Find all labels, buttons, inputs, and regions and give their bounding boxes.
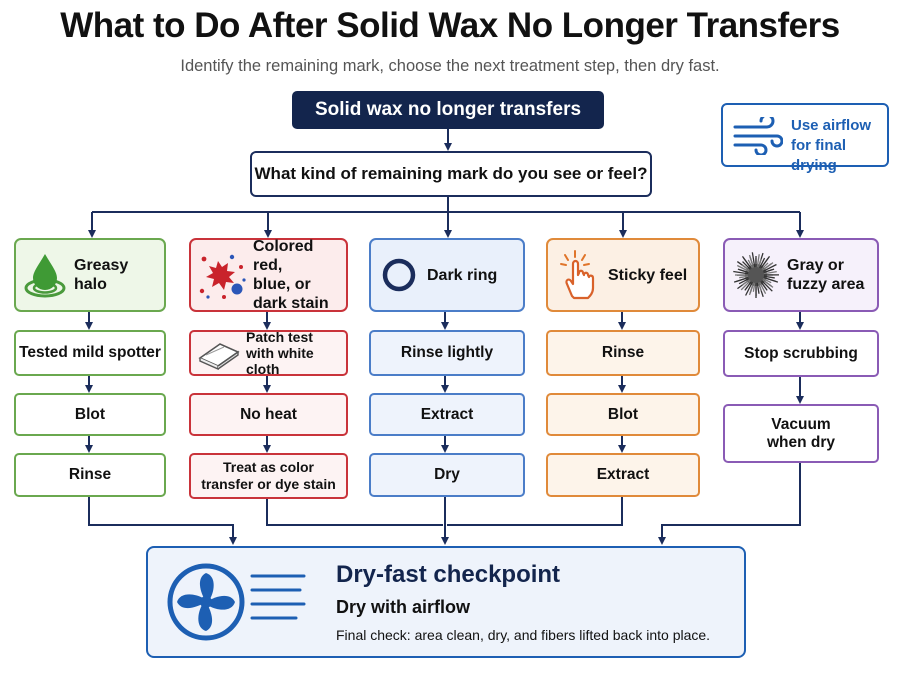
greasy-step-1: Tested mild spotter [14, 330, 166, 376]
airflow-note-line1: Use airflow [791, 117, 872, 134]
gray-step-2-line1: Vacuum [771, 415, 831, 433]
ring-step-2: Extract [369, 393, 525, 436]
branch-gray-label-1: Gray or [787, 257, 844, 274]
branch-dark-ring: Dark ring [369, 238, 525, 312]
ring-step-3: Dry [369, 453, 525, 497]
branch-colored-label-1: Colored red, [253, 238, 314, 274]
gray-step-2-line2: when dry [766, 433, 836, 451]
gray-step-2: Vacuum when dry [723, 404, 879, 463]
page-subtitle: Identify the remaining mark, choose the … [180, 57, 720, 75]
sticky-step-2: Blot [546, 393, 700, 436]
sticky-step-3: Extract [546, 453, 700, 497]
branch-gray-fuzzy: Gray or fuzzy area [723, 238, 879, 312]
sticky-step-1: Rinse [546, 330, 700, 376]
oil-drop-icon [16, 250, 74, 300]
page-title: What to Do After Solid Wax No Longer Tra… [60, 6, 840, 45]
fuzzy-ball-icon [725, 251, 787, 299]
touch-hand-icon [548, 248, 608, 302]
colored-step-1-line1: Patch test [246, 329, 313, 345]
airflow-lines-icon [250, 574, 306, 620]
branch-colored-label-3: dark stain [253, 295, 329, 312]
color-splatter-icon [191, 247, 253, 303]
cloth-icon [198, 343, 240, 370]
ring-icon [371, 255, 427, 295]
colored-step-3: Treat as color transfer or dye stain [189, 453, 348, 499]
gray-step-1: Stop scrubbing [723, 330, 879, 377]
colored-step-2: No heat [189, 393, 348, 436]
greasy-step-2: Blot [14, 393, 166, 436]
colored-step-1: Patch test with white cloth [189, 329, 348, 377]
dry-fast-checkpoint: Dry-fast checkpoint Dry with airflow Fin… [146, 546, 746, 658]
fan-icon [167, 563, 245, 641]
greasy-step-3: Rinse [14, 453, 166, 497]
branch-greasy-halo: Greasy halo [14, 238, 166, 312]
colored-step-3-line2: transfer or dye stain [201, 476, 336, 492]
airflow-note-line2: for final drying [791, 137, 846, 174]
checkpoint-title: Dry-fast checkpoint [336, 561, 561, 588]
wind-icon [733, 117, 783, 155]
question-node: What kind of remaining mark do you see o… [250, 151, 652, 197]
checkpoint-note: Final check: area clean, dry, and fibers… [336, 627, 711, 643]
branch-colored-label-2: blue, or [253, 276, 311, 293]
colored-step-3-line1: Treat as color [222, 459, 315, 475]
branch-ring-label: Dark ring [427, 266, 498, 284]
branch-gray-label-2: fuzzy area [787, 276, 865, 293]
colored-step-1-line2: with white cloth [246, 345, 314, 377]
branch-sticky-feel: Sticky feel [546, 238, 700, 312]
airflow-note: Use airflow for final drying [721, 103, 889, 174]
branch-sticky-label: Sticky feel [608, 266, 688, 284]
branch-colored-stain: Colored red, blue, or dark stain [189, 238, 348, 312]
branch-greasy-label: Greasy halo [74, 257, 129, 293]
start-node: Solid wax no longer transfers [292, 91, 604, 129]
ring-step-1: Rinse lightly [369, 330, 525, 376]
checkpoint-subtitle: Dry with airflow [336, 597, 471, 617]
